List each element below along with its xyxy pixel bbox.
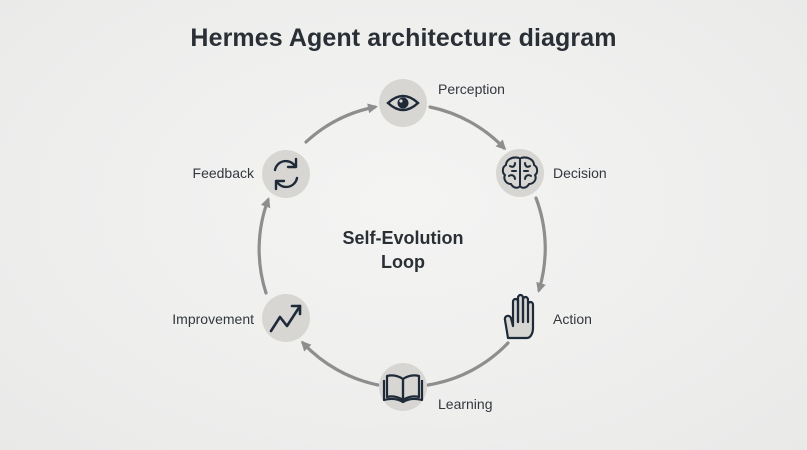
- label-learning: Learning: [438, 396, 493, 412]
- refresh-icon: [273, 157, 299, 191]
- node-perception: [379, 79, 427, 127]
- center-label-line1: Self-Evolution: [342, 228, 464, 248]
- node-feedback: [262, 150, 310, 198]
- label-action: Action: [553, 311, 592, 327]
- label-decision: Decision: [553, 165, 607, 181]
- book-icon: [382, 374, 424, 404]
- trend-up-icon: [269, 304, 302, 333]
- diagram-title: Hermes Agent architecture diagram: [190, 24, 617, 52]
- label-improvement: Improvement: [172, 311, 254, 327]
- label-feedback: Feedback: [192, 165, 254, 181]
- arrow-improvement-feedback: [257, 197, 271, 295]
- arrow-perception-decision: [428, 105, 507, 151]
- node-decision: [496, 149, 544, 197]
- node-learning: [379, 363, 427, 411]
- brain-icon: [501, 156, 539, 189]
- node-action: [503, 293, 535, 340]
- label-perception: Perception: [438, 81, 505, 97]
- arrow-feedback-perception: [304, 103, 378, 144]
- arrow-decision-action: [534, 196, 547, 293]
- center-label-line2: Loop: [381, 252, 425, 272]
- node-improvement: [262, 294, 310, 342]
- eye-icon: [386, 94, 420, 112]
- center-label: Self-Evolution Loop: [303, 226, 503, 274]
- connector-action-learning: [426, 341, 510, 387]
- arrow-learning-improvement: [300, 340, 380, 387]
- hand-icon: [503, 293, 535, 340]
